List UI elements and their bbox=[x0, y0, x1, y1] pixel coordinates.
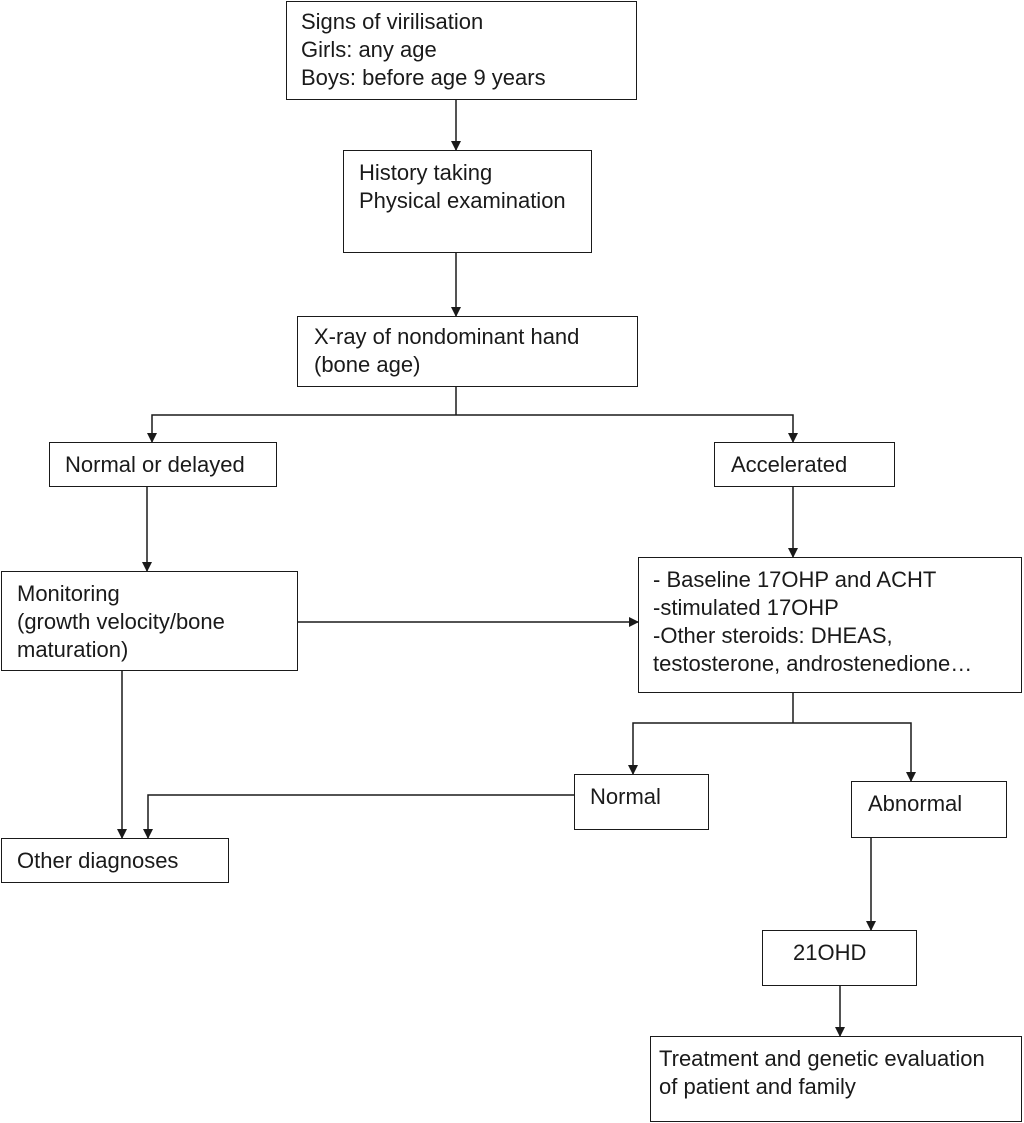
box-line: Monitoring bbox=[17, 581, 120, 606]
treatment-box: Treatment and genetic evaluation of pati… bbox=[650, 1036, 1022, 1122]
box-line: - Baseline 17OHP and ACHT bbox=[653, 567, 937, 592]
21ohd-box: 21OHD bbox=[762, 930, 917, 986]
arrow-normal-to-other-diagnoses bbox=[143, 794, 574, 839]
box-line: Boys: before age 9 years bbox=[301, 65, 546, 90]
box-line: History taking bbox=[359, 160, 493, 185]
other-diagnoses-box: Other diagnoses bbox=[1, 838, 229, 883]
box-line: Physical examination bbox=[359, 188, 566, 213]
monitoring-box: Monitoring (growth velocity/bone maturat… bbox=[1, 571, 298, 671]
accelerated-box: Accelerated bbox=[714, 442, 895, 487]
box-line: 21OHD bbox=[793, 940, 867, 965]
box-line: Other diagnoses bbox=[17, 848, 179, 873]
box-line: (bone age) bbox=[314, 352, 421, 377]
normal-or-delayed-box: Normal or delayed bbox=[49, 442, 277, 487]
box-line: X-ray of nondominant hand bbox=[314, 324, 580, 349]
abnormal-result-box: Abnormal bbox=[851, 781, 1007, 838]
box-line: of patient and family bbox=[659, 1074, 856, 1099]
box-line: Accelerated bbox=[731, 452, 848, 477]
virilisation-signs-box: Signs of virilisation Girls: any age Boy… bbox=[286, 1, 637, 100]
hormone-tests-box: - Baseline 17OHP and ACHT -stimulated 17… bbox=[638, 557, 1022, 693]
arrow-to-normal-or-delayed bbox=[147, 414, 456, 443]
box-line: Girls: any age bbox=[301, 37, 437, 62]
box-line: Signs of virilisation bbox=[301, 9, 484, 34]
normal-result-box: Normal bbox=[574, 774, 709, 830]
arrow-to-accelerated bbox=[456, 414, 798, 443]
box-line: -stimulated 17OHP bbox=[653, 595, 839, 620]
box-line: maturation) bbox=[17, 637, 129, 662]
box-line: Normal bbox=[590, 784, 661, 809]
box-line: (growth velocity/bone bbox=[17, 609, 225, 634]
arrow-to-abnormal bbox=[793, 722, 916, 782]
history-examination-box: History taking Physical examination bbox=[343, 150, 592, 253]
box-line: Normal or delayed bbox=[65, 452, 245, 477]
box-line: -Other steroids: DHEAS, bbox=[653, 623, 893, 648]
xray-box: X-ray of nondominant hand (bone age) bbox=[297, 316, 638, 387]
arrow-to-normal bbox=[628, 722, 793, 775]
box-line: Abnormal bbox=[868, 791, 963, 816]
box-line: Treatment and genetic evaluation bbox=[659, 1046, 985, 1071]
box-line: testosterone, androstenedione… bbox=[653, 651, 973, 676]
